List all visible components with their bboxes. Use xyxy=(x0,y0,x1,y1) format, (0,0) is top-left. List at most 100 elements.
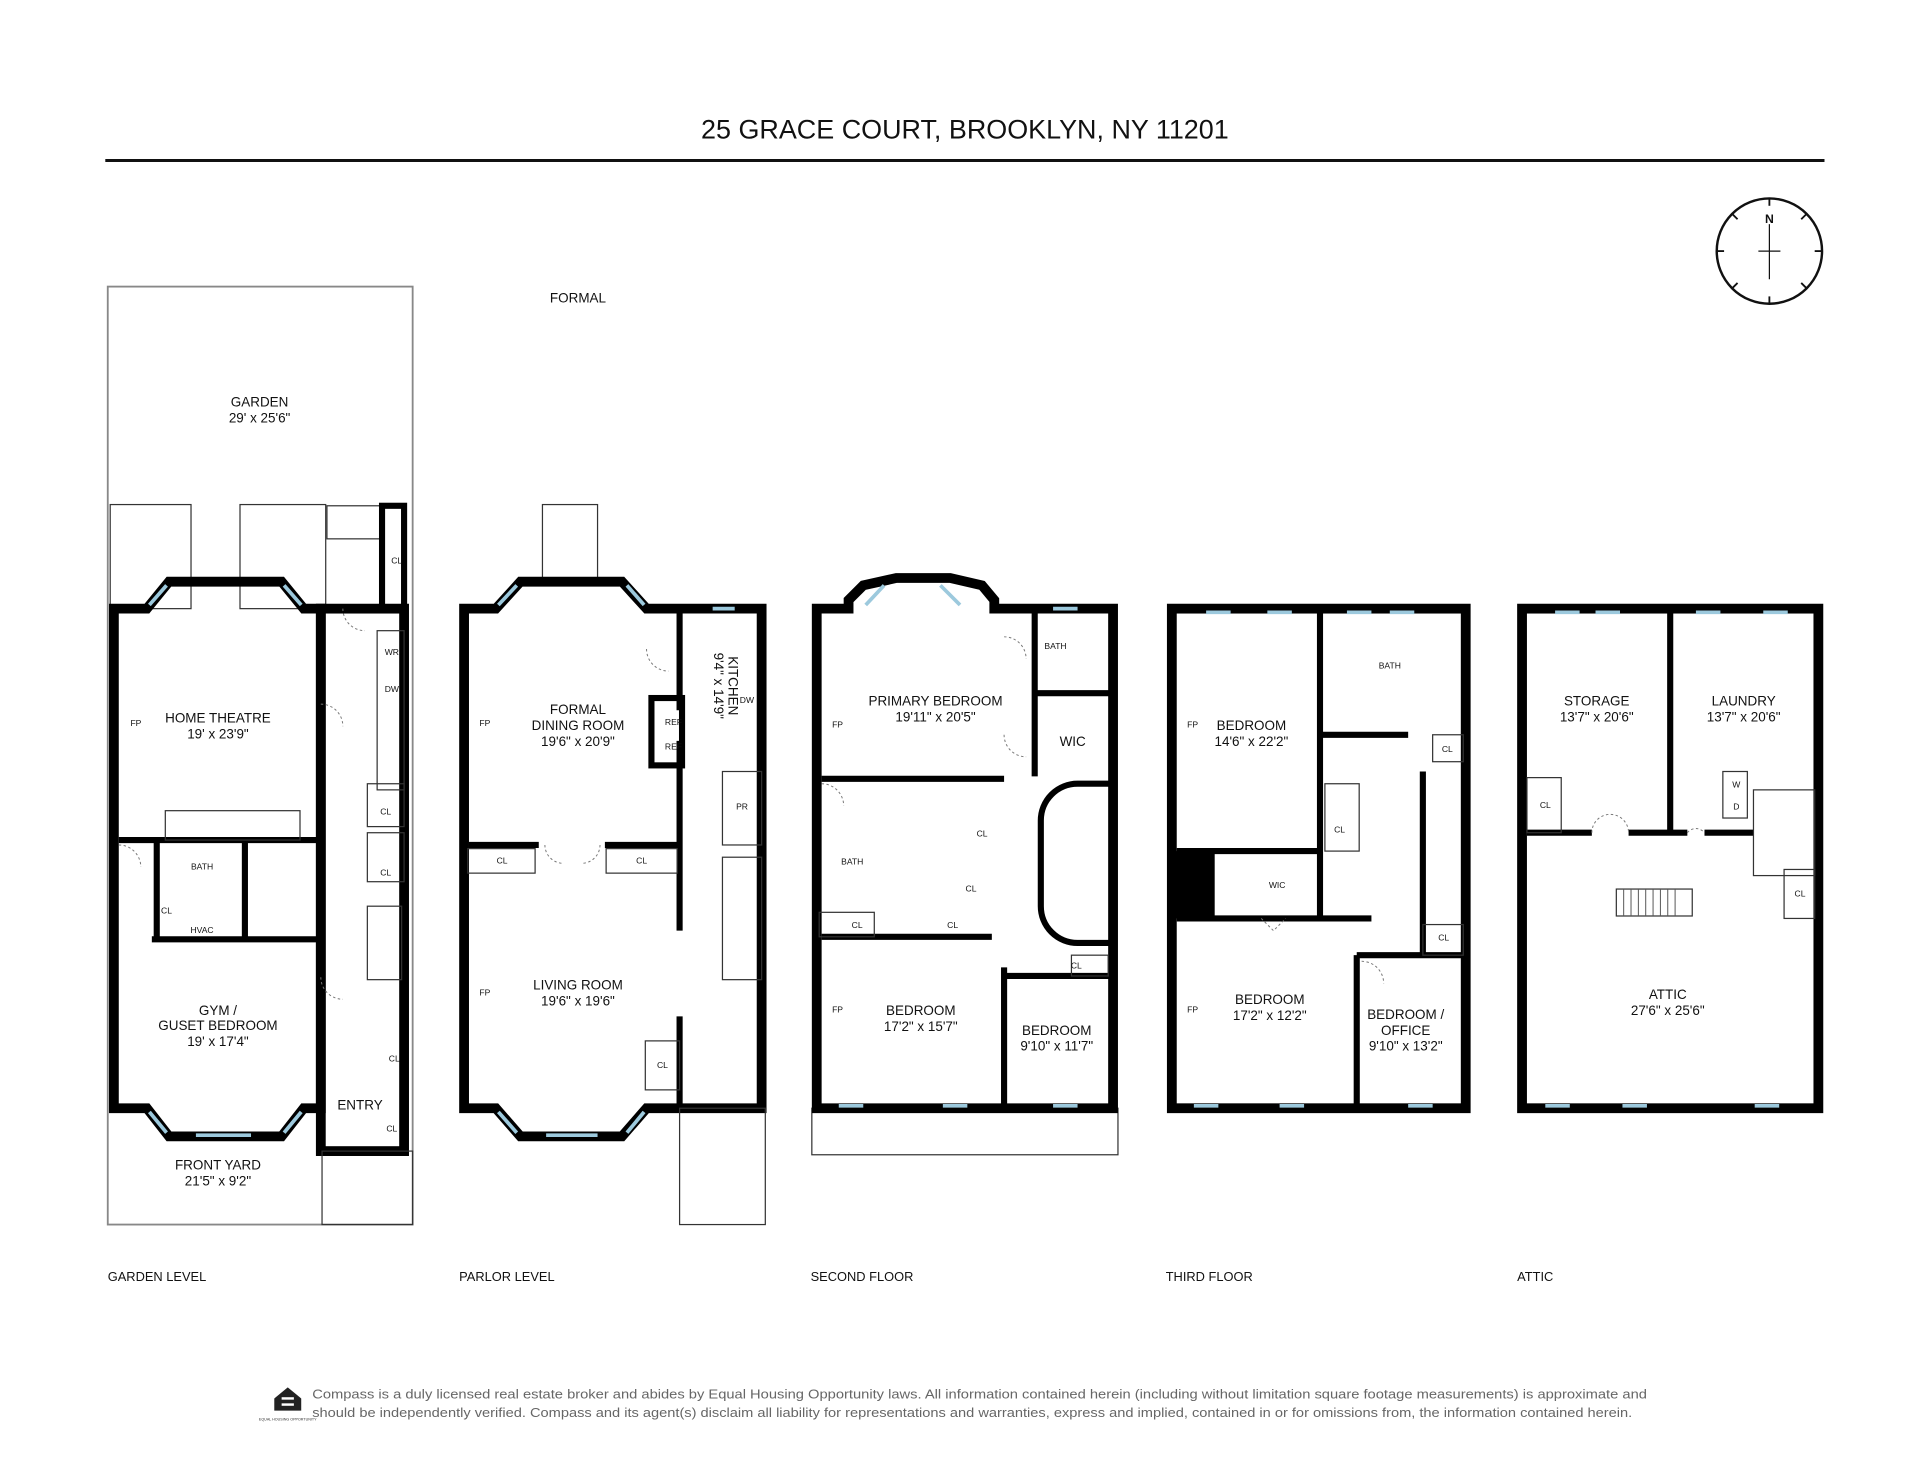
closet-label: CL xyxy=(497,855,508,865)
closet-label: CL xyxy=(389,1054,400,1064)
refrigerator-label: REF xyxy=(665,717,682,727)
closet-label: CL xyxy=(657,1060,668,1070)
room-name: DINING ROOM xyxy=(532,718,625,733)
room-name: GARDEN xyxy=(231,395,289,410)
room-dims: 27'6" x 25'6" xyxy=(1631,1003,1705,1018)
room-name: KITCHEN xyxy=(726,656,741,715)
room-dims: 14'6" x 22'2" xyxy=(1215,734,1289,749)
room-name: PRIMARY BEDROOM xyxy=(868,693,1002,708)
garden-level-plan xyxy=(106,285,414,1226)
level-label: THIRD FLOOR xyxy=(1166,1269,1253,1284)
room-name: FORMAL xyxy=(550,702,607,717)
room-name: BATH xyxy=(191,861,213,871)
closet-label: CL xyxy=(1442,744,1453,754)
garden-level-labels: GARDEN 29' x 25'6" HOME THEATRE 19' x 23… xyxy=(108,395,403,1284)
room-dims: 19' x 23'9" xyxy=(187,726,249,741)
room-name: GYM / xyxy=(199,1003,237,1018)
fireplace-label: FP xyxy=(479,988,490,998)
closet-label: CL xyxy=(977,828,988,838)
room-name: GUSET BEDROOM xyxy=(158,1018,277,1033)
room-dims: 19'6" x 19'6" xyxy=(541,993,615,1008)
attic-plan xyxy=(1517,603,1824,1114)
walk-in-closet-label: WIC xyxy=(1269,880,1286,890)
level-label: ATTIC xyxy=(1517,1269,1553,1284)
level-label: GARDEN LEVEL xyxy=(108,1269,207,1284)
fireplace-label: FP xyxy=(130,718,141,728)
closet-label: CL xyxy=(380,868,391,878)
level-label: SECOND FLOOR xyxy=(811,1269,914,1284)
room-name: HVAC xyxy=(190,925,213,935)
room-name: FRONT YARD xyxy=(175,1157,261,1172)
third-floor-plan xyxy=(1166,603,1471,1114)
room-name: STORAGE xyxy=(1564,693,1630,708)
bath-label: BATH xyxy=(841,857,863,867)
room-dims: 9'4" x 14'9" xyxy=(711,653,726,720)
disclaimer-line-1: Compass is a duly licensed real estate b… xyxy=(312,1387,1647,1401)
attic-labels: STORAGE 13'7" x 20'6" LAUNDRY 13'7" x 20… xyxy=(1517,693,1806,1284)
room-name: LAUNDRY xyxy=(1712,693,1776,708)
closet-label: CL xyxy=(391,555,402,565)
room-name: HOME THEATRE xyxy=(165,711,271,726)
fireplace-label: FP xyxy=(479,718,490,728)
refrigerator-label: REF xyxy=(665,741,682,751)
room-name: BEDROOM xyxy=(886,1003,956,1018)
room-dims: 13'7" x 20'6" xyxy=(1707,709,1781,724)
room-dims: 13'7" x 20'6" xyxy=(1560,709,1634,724)
room-dims: 17'2" x 12'2" xyxy=(1233,1008,1307,1023)
room-name: BEDROOM xyxy=(1022,1023,1092,1038)
level-label: PARLOR LEVEL xyxy=(459,1269,554,1284)
closet-label: CL xyxy=(1071,961,1082,971)
powder-room-label: PR xyxy=(736,801,748,811)
closet-label: CL xyxy=(1540,800,1551,810)
closet-label: CL xyxy=(636,855,647,865)
closet-label: CL xyxy=(161,906,172,916)
closet-label: CL xyxy=(966,884,977,894)
compass-north-label: N xyxy=(1765,212,1774,226)
closet-label: CL xyxy=(1334,825,1345,835)
second-floor-labels: PRIMARY BEDROOM 19'11" x 20'5" BEDROOM 1… xyxy=(811,641,1094,1284)
equal-housing-logo: EQUAL HOUSING OPPORTUNITY xyxy=(259,1387,317,1421)
closet-label: CL xyxy=(380,806,391,816)
room-dims: 19'11" x 20'5" xyxy=(895,709,975,724)
fireplace-label: FP xyxy=(1187,719,1198,729)
room-name: BEDROOM xyxy=(1217,718,1287,733)
room-name: BEDROOM xyxy=(1235,992,1305,1007)
room-name: BEDROOM / xyxy=(1367,1007,1444,1022)
room-dims: 9'10" x 11'7" xyxy=(1020,1039,1093,1054)
room-dims: 19'6" x 20'9" xyxy=(541,734,615,749)
closet-label: CL xyxy=(1438,932,1449,942)
closet-label: CL xyxy=(947,920,958,930)
room-name: LIVING ROOM xyxy=(533,977,623,992)
room-name: ATTIC xyxy=(1649,987,1687,1002)
bath-label: BATH xyxy=(1044,641,1066,651)
attic-stair xyxy=(1615,888,1693,917)
disclaimer-line-2: should be independently verified. Compas… xyxy=(312,1406,1632,1420)
compass-icon: N xyxy=(1715,197,1824,305)
fireplace-label: FP xyxy=(1187,1005,1198,1015)
second-floor-plan xyxy=(811,573,1119,1156)
parlor-level-plan xyxy=(459,503,767,1226)
equal-housing-logo-text: EQUAL HOUSING OPPORTUNITY xyxy=(259,1417,317,1421)
closet-label: CL xyxy=(1795,888,1806,898)
dishwasher-label: DW xyxy=(385,684,400,694)
room-dims: 29' x 25'6" xyxy=(229,411,291,426)
dishwasher-label: DW xyxy=(740,695,755,705)
room-name: FORMAL xyxy=(550,291,607,306)
dryer-label: D xyxy=(1733,801,1739,811)
washer-label: W xyxy=(1732,779,1741,789)
page-title: 25 GRACE COURT, BROOKLYN, NY 11201 xyxy=(701,114,1229,144)
bath-label: BATH xyxy=(1379,661,1401,671)
room-name: OFFICE xyxy=(1381,1023,1430,1038)
fireplace-label: FP xyxy=(832,1005,843,1015)
closet-label: CL xyxy=(386,1124,397,1134)
fireplace-label: FP xyxy=(832,719,843,729)
room-dims: 21'5" x 9'2" xyxy=(185,1173,252,1188)
room-dims: 19' x 17'4" xyxy=(187,1034,249,1049)
washroom-label: WR xyxy=(385,647,399,657)
room-name: ENTRY xyxy=(337,1097,382,1112)
parlor-level-labels: FORMAL FORMAL DINING ROOM FORMAL DINING … xyxy=(459,291,755,1284)
room-dims: 9'10" x 13'2" xyxy=(1369,1039,1443,1054)
walk-in-closet-label: WIC xyxy=(1060,734,1086,749)
closet-label: CL xyxy=(852,920,863,930)
